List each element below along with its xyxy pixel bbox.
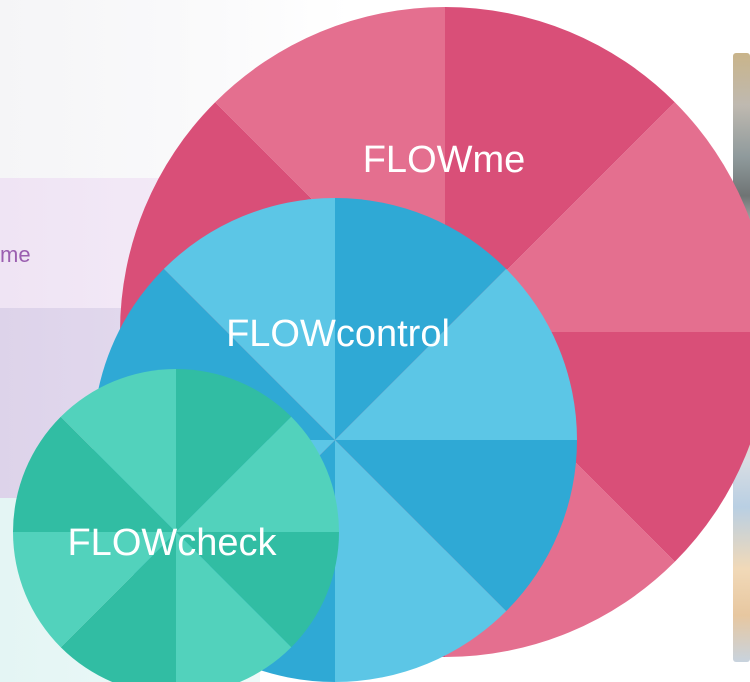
flowcontrol-sector (335, 440, 507, 682)
flowme-sector (445, 7, 675, 332)
partial-band-label: me (0, 242, 31, 267)
flowcheck-sector (176, 416, 339, 532)
flowcheck-sector (60, 369, 177, 532)
flowcheck-sector (13, 532, 176, 648)
flowcontrol-sector (335, 198, 507, 440)
flowcontrol-sector (163, 198, 335, 440)
flowcheck-label: FLOWcheck (67, 522, 277, 564)
flowcheck-sectors (13, 369, 339, 682)
flowcheck-sector (176, 532, 292, 682)
flowcontrol-sector (335, 268, 577, 440)
flowme-sector (445, 102, 750, 332)
flowcheck-sector (60, 532, 176, 682)
flowcheck-sector (176, 532, 339, 648)
flowcheck-sector (13, 416, 176, 532)
flowcontrol-sector (335, 440, 577, 612)
flowme-label: FLOWme (363, 139, 526, 181)
flowcontrol-label: FLOWcontrol (226, 313, 450, 355)
circle-flowcheck: FLOWcheck (13, 369, 339, 682)
flowcheck-sector (176, 369, 292, 532)
